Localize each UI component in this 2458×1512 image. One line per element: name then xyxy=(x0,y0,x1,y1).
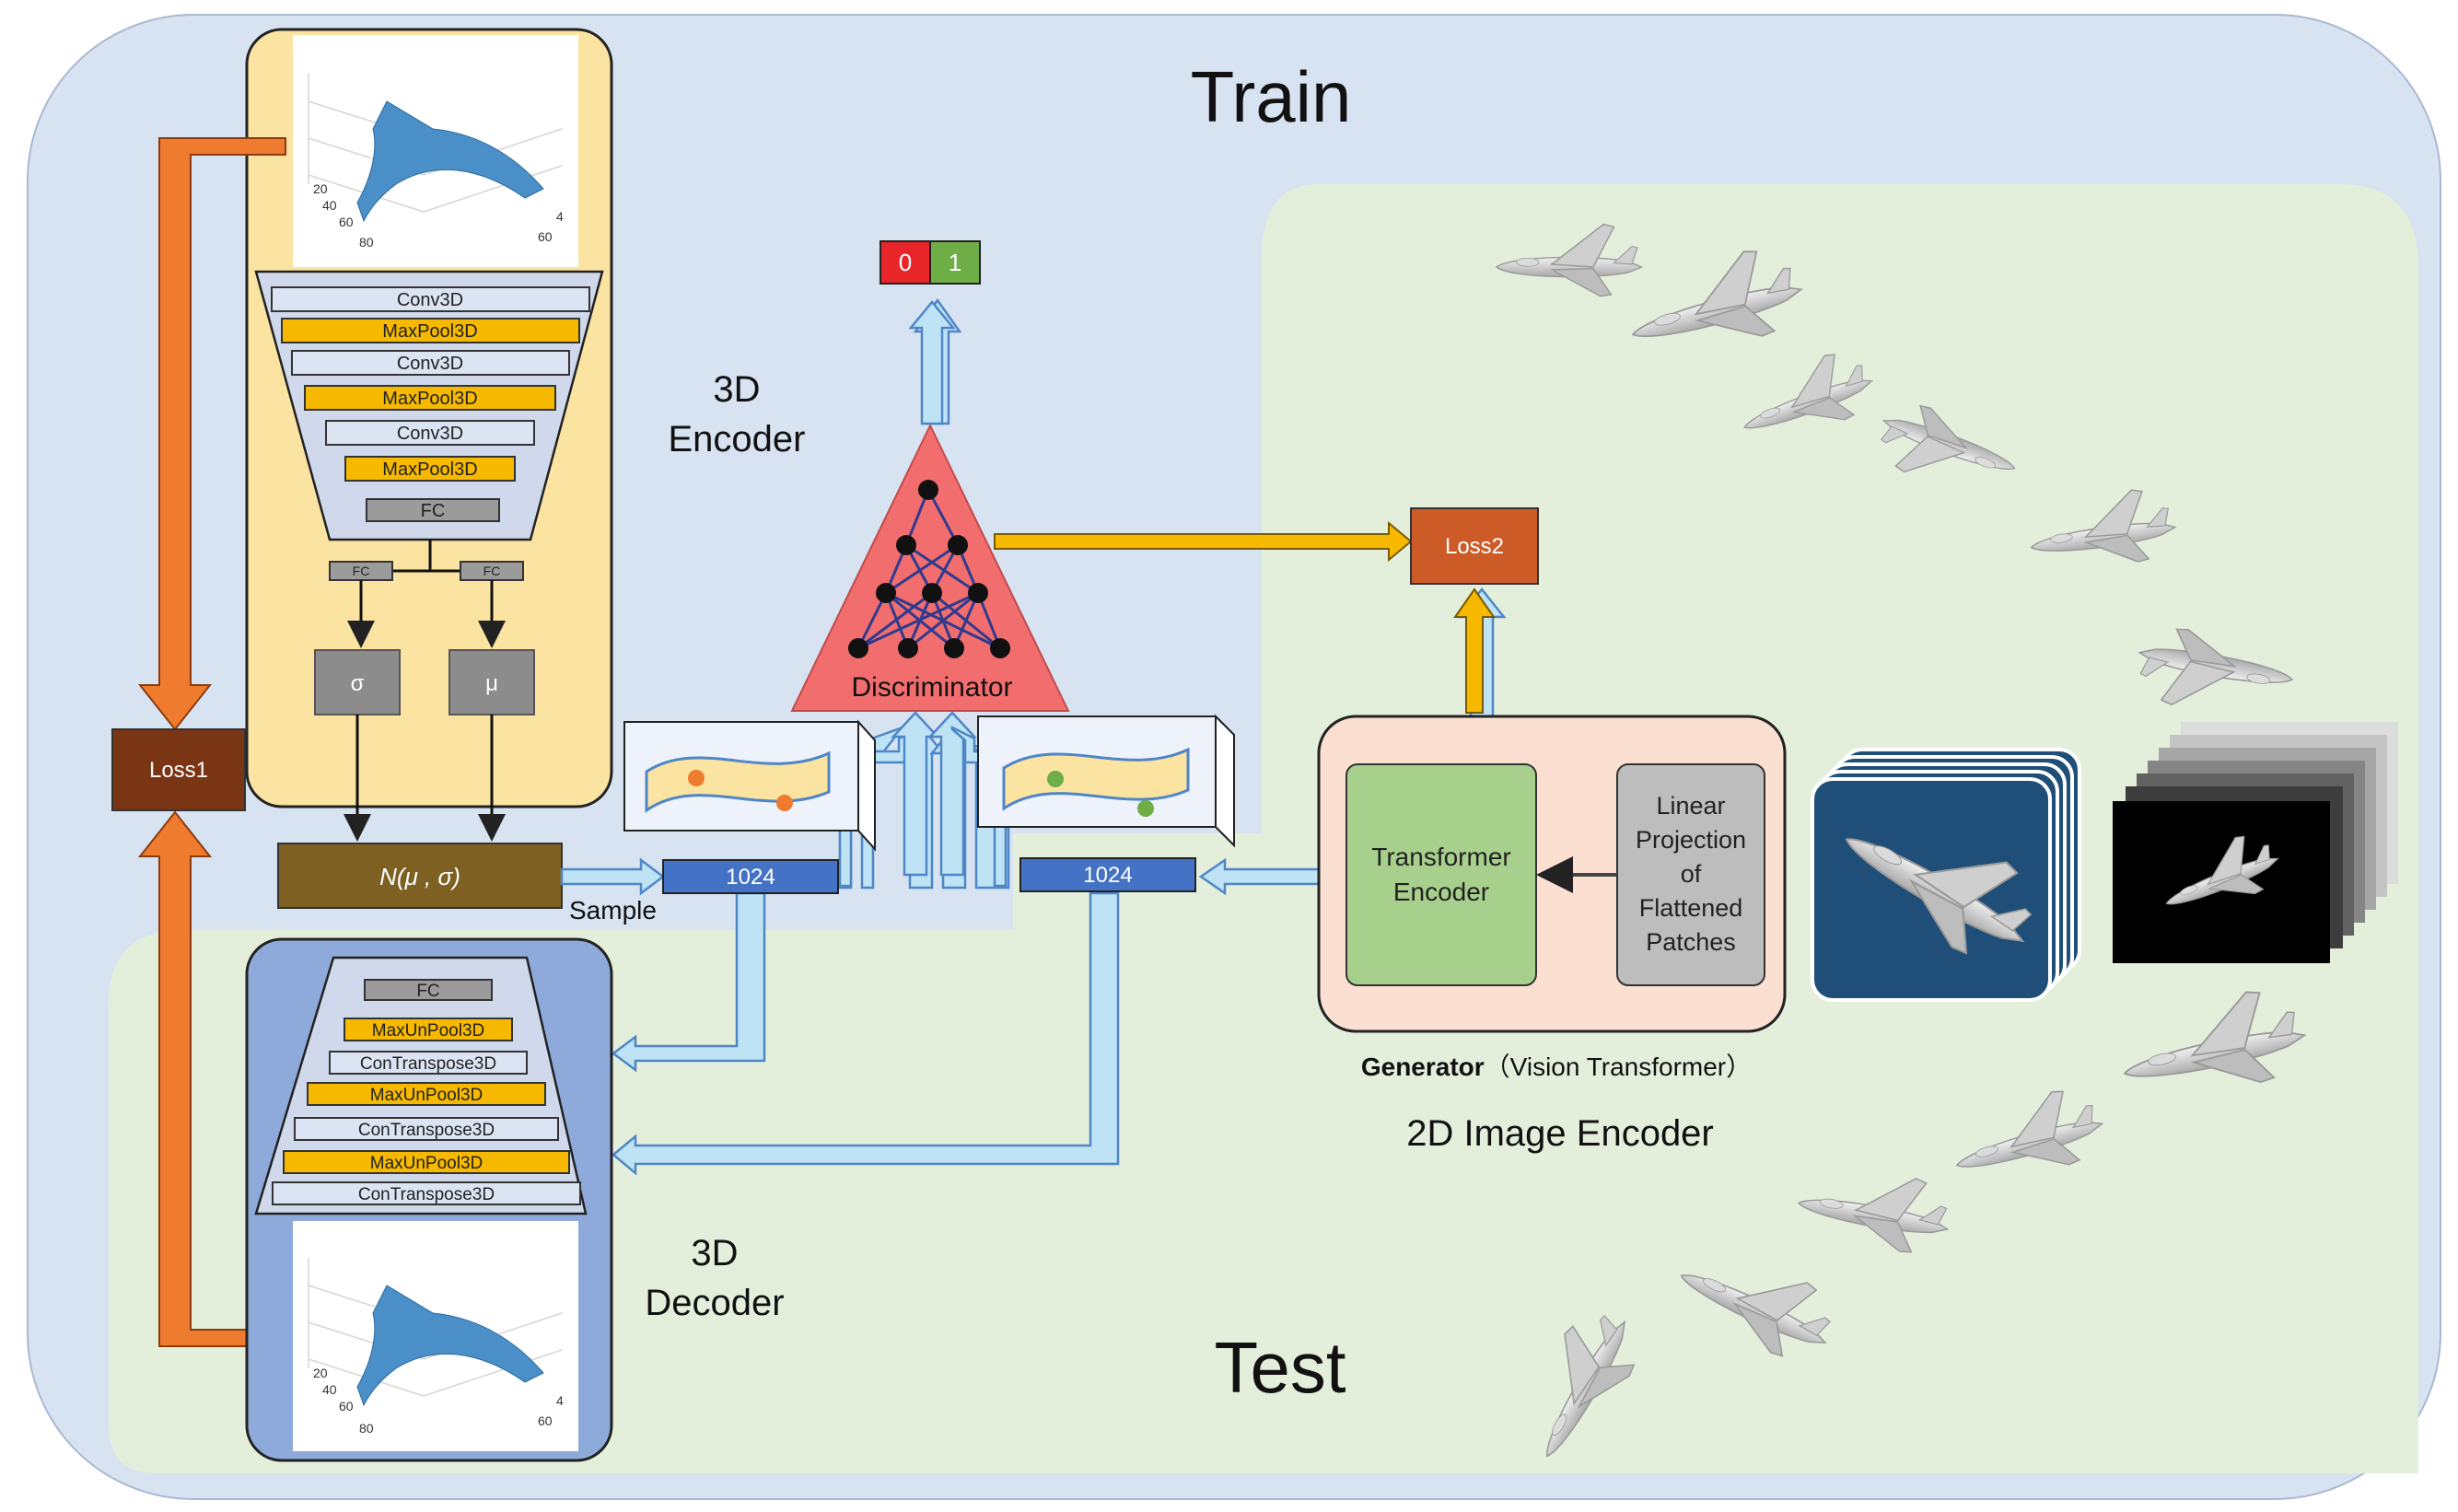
distribution-box xyxy=(277,843,563,909)
plot-tick: 20 xyxy=(313,1366,328,1380)
encoder-title-line1: 3D xyxy=(713,369,760,410)
latent-cube-left xyxy=(623,719,876,852)
plot-tick: 60 xyxy=(538,229,553,244)
latent-right-label: 1024 xyxy=(1083,863,1132,888)
fc-small-label: FC xyxy=(483,564,501,578)
encoder-layer: Conv3D xyxy=(397,424,463,444)
plot-tick: 60 xyxy=(339,1399,354,1413)
discriminator-label: Discriminator xyxy=(851,672,1012,703)
encoder-layers: Conv3D MaxPool3D Conv3D MaxPool3D Conv3D… xyxy=(271,286,590,522)
plot-tick: 4 xyxy=(556,209,564,224)
decoder-layers: FC MaxUnPool3D ConTranspose3D MaxUnPool3… xyxy=(272,979,581,1205)
image-stack-icon xyxy=(1811,748,2081,1002)
mu-box xyxy=(448,649,535,715)
decoder-layer: ConTranspose3D xyxy=(358,1121,495,1140)
plot-tick: 40 xyxy=(322,198,337,213)
plot-tick: 60 xyxy=(538,1413,553,1428)
decoder-layer: ConTranspose3D xyxy=(360,1054,496,1074)
projection-line: Linear xyxy=(1656,792,1725,820)
image-encoder-title: 2D Image Encoder xyxy=(1406,1113,1714,1154)
decoder-layer: FC xyxy=(416,982,439,1001)
output-bit-0 xyxy=(880,240,931,285)
plot-tick: 80 xyxy=(359,1421,374,1436)
latent-left-label: 1024 xyxy=(726,865,775,890)
generator-label: Generator（Vision Transformer） xyxy=(1361,1053,1752,1081)
projection-line: Patches xyxy=(1646,928,1736,956)
loss1-arrow-bottom-shape xyxy=(137,810,286,1347)
latent-cube-right xyxy=(977,714,1235,848)
encoder-title-line2: Encoder xyxy=(669,419,806,459)
sigma-box xyxy=(314,649,401,715)
plot-tick: 60 xyxy=(339,215,354,229)
transformer-label-line1: Transformer xyxy=(1371,843,1510,871)
output-bit-1-label: 1 xyxy=(949,249,961,276)
plot-tick: 20 xyxy=(313,181,328,196)
decoder-layer: MaxUnPool3D xyxy=(372,1021,485,1041)
decoder-title-line1: 3D xyxy=(691,1233,738,1274)
encoder-layer: MaxPool3D xyxy=(382,389,477,409)
loss2-arrow xyxy=(994,520,1413,563)
encoder-layer: Conv3D xyxy=(397,290,463,310)
encoder-layer: MaxPool3D xyxy=(382,459,477,480)
train-label: Train xyxy=(1191,56,1352,137)
projection-line: Flattened xyxy=(1639,894,1743,922)
projection-line: of xyxy=(1681,860,1702,888)
mu-label: μ xyxy=(485,671,498,696)
latent-box-left xyxy=(662,859,839,894)
loss1-label: Loss1 xyxy=(149,758,208,783)
sample-label: Sample xyxy=(569,896,657,925)
output-arrow xyxy=(908,300,956,425)
encoder-layer: MaxPool3D xyxy=(382,321,477,342)
silhouette-stack-icon xyxy=(2113,722,2398,963)
projection-line: Projection xyxy=(1636,826,1746,854)
decoder-title-line2: Decoder xyxy=(645,1283,784,1323)
decoder-layer: ConTranspose3D xyxy=(358,1185,495,1204)
plot-tick: 80 xyxy=(359,235,374,250)
transformer-label-line2: Encoder xyxy=(1393,878,1489,906)
output-bit-1 xyxy=(929,240,981,285)
sigma-label: σ xyxy=(351,671,365,696)
encoder-input-plot: 20 40 60 80 4 60 xyxy=(293,35,578,267)
latent-box-right xyxy=(1019,857,1196,892)
distribution-label: N(μ , σ) xyxy=(379,863,460,890)
plot-tick: 40 xyxy=(322,1382,337,1397)
encoder-layer: FC xyxy=(421,501,446,521)
loss1-arrow-top-shape xyxy=(137,137,286,731)
decoder-layer: MaxUnPool3D xyxy=(370,1086,483,1105)
test-label: Test xyxy=(1214,1327,1345,1408)
loss2-box xyxy=(1410,507,1539,585)
transformer-encoder-box xyxy=(1345,763,1537,986)
plot-tick: 4 xyxy=(556,1393,564,1408)
loss2-label: Loss2 xyxy=(1445,534,1504,559)
decoder-output-plot: 20 40 60 80 4 60 xyxy=(293,1221,578,1451)
output-bit-0-label: 0 xyxy=(899,249,912,276)
fc-small-label: FC xyxy=(353,564,370,578)
loss1-box xyxy=(111,728,246,811)
generator-to-loss2-arrow xyxy=(1453,587,1496,714)
encoder-layer: Conv3D xyxy=(397,354,463,374)
decoder-layer: MaxUnPool3D xyxy=(370,1154,483,1173)
